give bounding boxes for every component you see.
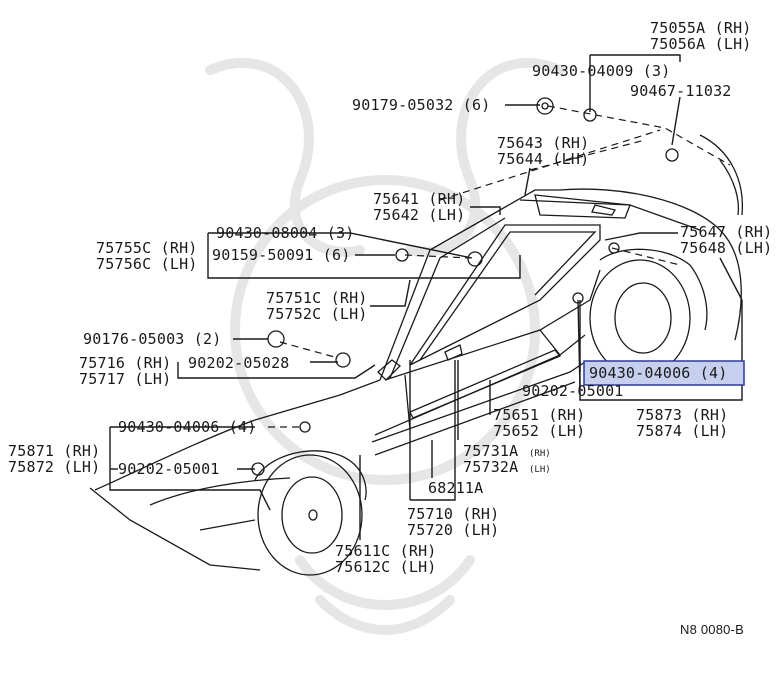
label-75756C[interactable]: 75756C (LH): [96, 255, 198, 273]
label-75648[interactable]: 75648 (LH): [680, 239, 772, 257]
fasteners: [251, 97, 679, 476]
label-90467-11032[interactable]: 90467-11032: [630, 82, 732, 100]
clip-icon[interactable]: [583, 108, 597, 122]
label-75641[interactable]: 75641 (RH): [373, 190, 465, 208]
label-75872[interactable]: 75872 (LH): [8, 458, 100, 476]
watermark-emblem: [205, 58, 565, 635]
label-90430-04009[interactable]: 90430-04009 (3): [532, 62, 670, 80]
clip-icon[interactable]: [467, 251, 483, 267]
screw-icon[interactable]: [251, 462, 265, 476]
label-75644[interactable]: 75644 (LH): [497, 150, 589, 168]
label-90176-05003[interactable]: 90176-05003 (2): [83, 330, 221, 348]
label-90430-04006-front[interactable]: 90430-04006 (4): [118, 418, 256, 436]
label-90430-04006-rear[interactable]: 90430-04006 (4): [589, 364, 727, 382]
label-75611C[interactable]: 75611C (RH): [335, 542, 437, 560]
label-90202-05001-front[interactable]: 90202-05001: [118, 460, 220, 478]
label-75731A-tag: (RH): [529, 449, 551, 459]
highlight-box[interactable]: [583, 360, 745, 386]
label-75720[interactable]: 75720 (LH): [407, 521, 499, 539]
label-75643[interactable]: 75643 (RH): [497, 134, 589, 152]
label-75732A[interactable]: 75732A: [463, 458, 518, 476]
nut-icon[interactable]: [536, 97, 554, 115]
diagram-code: N8 0080-B: [680, 622, 744, 637]
leader-lines: [109, 54, 743, 540]
label-75874[interactable]: 75874 (LH): [636, 422, 728, 440]
label-75717[interactable]: 75717 (LH): [79, 370, 171, 388]
label-75732A-tag: (LH): [529, 465, 551, 475]
label-75871[interactable]: 75871 (RH): [8, 442, 100, 460]
label-75716[interactable]: 75716 (RH): [79, 354, 171, 372]
label-90159-50091[interactable]: 90159-50091 (6): [212, 246, 350, 264]
nut-icon[interactable]: [267, 330, 285, 348]
label-90202-05028[interactable]: 90202-05028: [188, 354, 290, 372]
label-68211A[interactable]: 68211A: [428, 479, 483, 497]
label-75752C[interactable]: 75752C (LH): [266, 305, 368, 323]
screw-icon[interactable]: [395, 248, 409, 262]
car-body-outline: [89, 134, 744, 576]
clip-icon[interactable]: [572, 292, 584, 304]
label-75647[interactable]: 75647 (RH): [680, 223, 772, 241]
clip-icon[interactable]: [335, 352, 351, 368]
label-75731A[interactable]: 75731A: [463, 442, 518, 460]
label-75652[interactable]: 75652 (LH): [493, 422, 585, 440]
clip-icon[interactable]: [299, 421, 311, 433]
label-75642[interactable]: 75642 (LH): [373, 206, 465, 224]
part-labels: 75055A (RH) 75056A (LH) 90430-04009 (3) …: [8, 19, 772, 637]
label-90179-05032[interactable]: 90179-05032 (6): [352, 96, 490, 114]
clip-icon[interactable]: [608, 242, 620, 254]
label-75651[interactable]: 75651 (RH): [493, 406, 585, 424]
label-75055A[interactable]: 75055A (RH): [650, 19, 752, 37]
label-75612C[interactable]: 75612C (LH): [335, 558, 437, 576]
label-75710[interactable]: 75710 (RH): [407, 505, 499, 523]
label-75755C[interactable]: 75755C (RH): [96, 239, 198, 257]
label-75751C[interactable]: 75751C (RH): [266, 289, 368, 307]
rivet-icon[interactable]: [665, 148, 679, 162]
label-75056A[interactable]: 75056A (LH): [650, 35, 752, 53]
label-75873[interactable]: 75873 (RH): [636, 406, 728, 424]
nut-center-icon: [541, 102, 549, 110]
label-90202-05001-rear[interactable]: 90202-05001: [522, 382, 624, 400]
label-90430-08004[interactable]: 90430-08004 (3): [216, 224, 354, 242]
